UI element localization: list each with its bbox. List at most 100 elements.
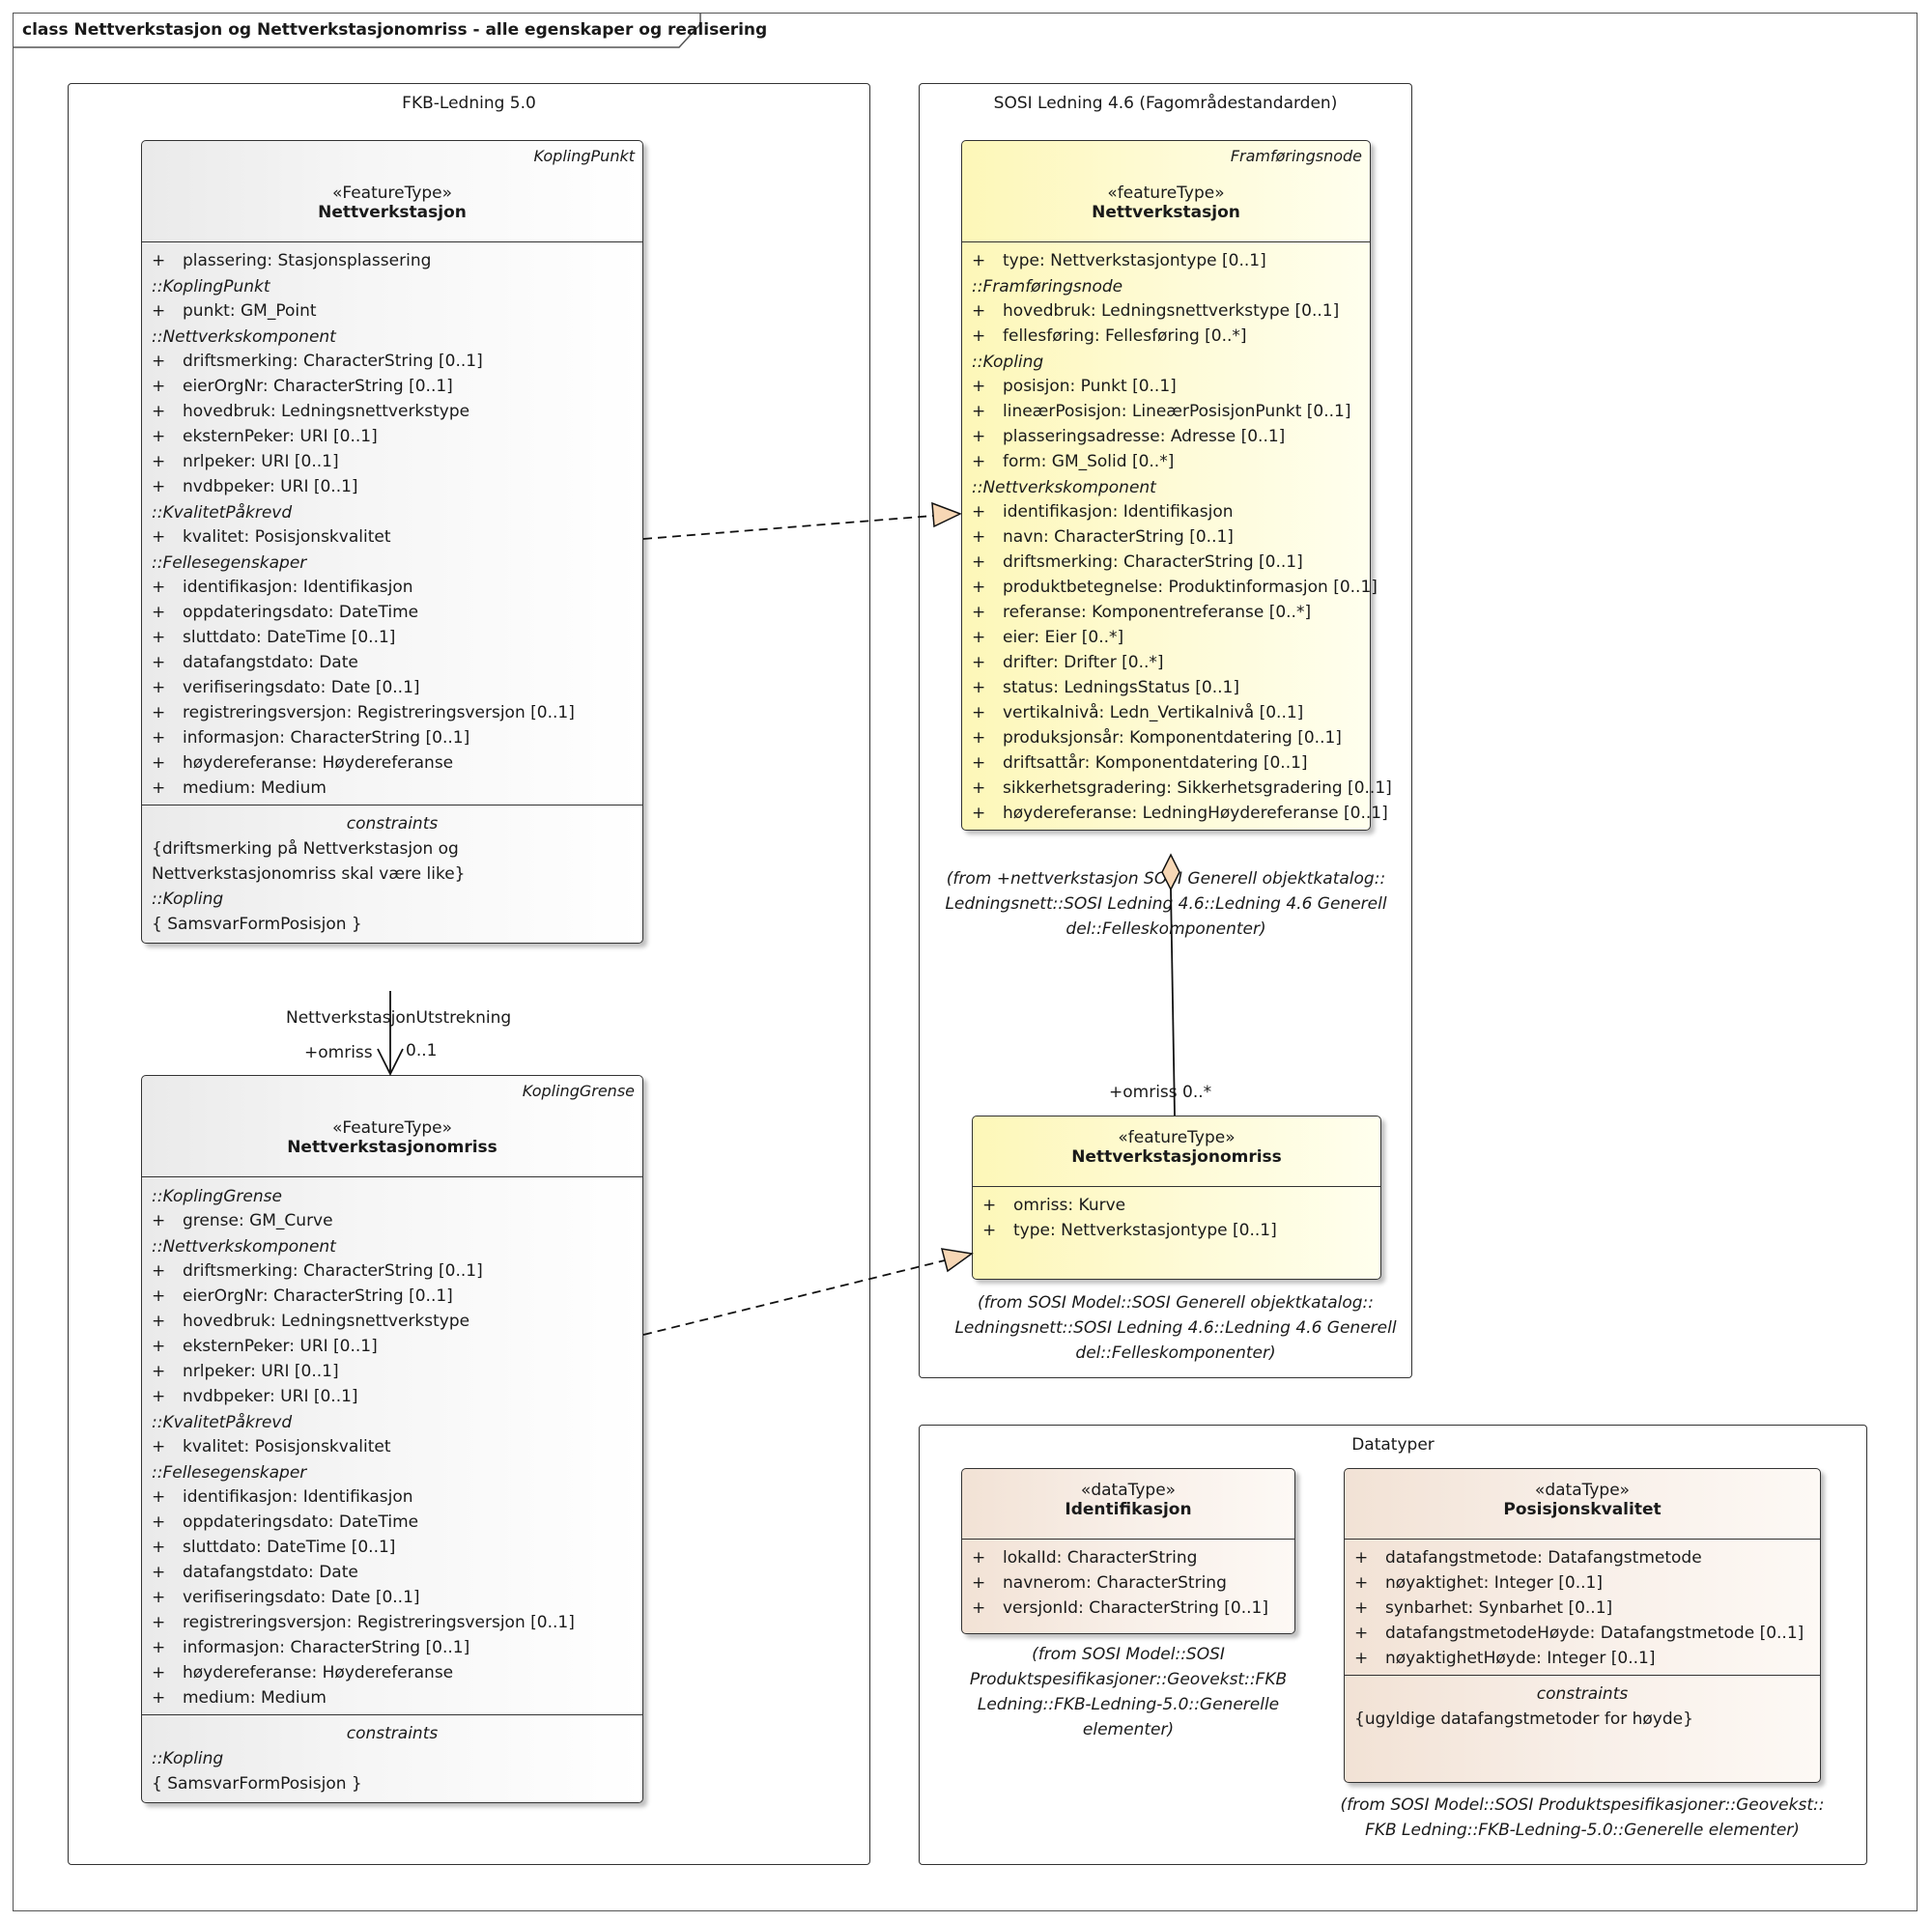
visibility-marker: + <box>152 1487 166 1507</box>
parent-class-name: KoplingGrense <box>522 1082 635 1100</box>
attribute-text: verifiseringsdato: Date [0..1] <box>183 678 420 697</box>
attribute-text: posisjon: Punkt [0..1] <box>1003 377 1177 396</box>
attribute-text: hovedbruk: Ledningsnettverkstype [0..1] <box>1003 301 1340 321</box>
attribute-row: +medium: Medium <box>152 1685 633 1710</box>
attribute-text: driftsattår: Komponentdatering [0..1] <box>1003 753 1308 773</box>
note-line: Ledningsnett::SOSI Ledning 4.6::Ledning … <box>945 894 1387 914</box>
attribute-row: +oppdateringsdato: DateTime <box>152 600 633 625</box>
realization-nettverkstasjonomriss[interactable] <box>642 1248 974 1336</box>
visibility-marker: + <box>152 1588 166 1607</box>
aggregation-sosi[interactable] <box>1161 853 1180 1116</box>
attribute-row: +identifikasjon: Identifikasjon <box>972 499 1360 524</box>
attribute-text: nøyaktighetHøyde: Integer [0..1] <box>1385 1649 1656 1668</box>
visibility-marker: + <box>972 377 986 396</box>
attribute-row: +eierOrgNr: CharacterString [0..1] <box>152 1284 633 1309</box>
visibility-marker: + <box>972 628 986 647</box>
visibility-marker: + <box>972 326 986 346</box>
from-note-posisjonskvalitet: (from SOSI Model::SOSI Produktspesifikas… <box>1305 1793 1860 1843</box>
visibility-marker: + <box>152 653 166 672</box>
note-line: (from SOSI Model::SOSI <box>1032 1645 1225 1664</box>
association-role: +omriss <box>304 1043 373 1062</box>
inherited-section-title: ::Kopling <box>972 353 1044 372</box>
class-identifikasjon[interactable]: «dataType» Identifikasjon +lokalId: Char… <box>961 1468 1295 1634</box>
attribute-row: +versjonId: CharacterString [0..1] <box>972 1596 1285 1621</box>
diagram-frame <box>13 13 1918 1911</box>
note-line: del::Felleskomponenter) <box>1065 919 1266 939</box>
attribute-compartment: +omriss: Kurve+type: Nettverkstasjontype… <box>973 1187 1380 1247</box>
attribute-row: +lokalId: CharacterString <box>972 1545 1285 1570</box>
attribute-text: plasseringsadresse: Adresse [0..1] <box>1003 427 1286 446</box>
attribute-row: +referanse: Komponentreferanse [0..*] <box>972 600 1360 625</box>
class-sosi-nettverkstasjon[interactable]: Framføringsnode «featureType» Nettverkst… <box>961 140 1392 831</box>
attribute-row: +eierOrgNr: CharacterString [0..1] <box>152 374 633 399</box>
attribute-row: +punkt: GM_Point <box>152 298 633 324</box>
diagram-title: class Nettverkstasjon og Nettverkstasjon… <box>22 20 768 40</box>
visibility-marker: + <box>152 427 166 446</box>
visibility-marker: + <box>972 703 986 722</box>
attribute-text: produksjonsår: Komponentdatering [0..1] <box>1003 728 1342 748</box>
attribute-text: sluttdato: DateTime [0..1] <box>183 628 396 647</box>
parent-class-name: Framføringsnode <box>1230 147 1362 165</box>
class-posisjonskvalitet[interactable]: «dataType» Posisjonskvalitet +datafangst… <box>1344 1468 1821 1783</box>
class-fkb-nettverkstasjon[interactable]: KoplingPunkt «FeatureType» Nettverkstasj… <box>141 140 643 944</box>
attribute-text: eksternPeker: URI [0..1] <box>183 427 378 446</box>
visibility-marker: + <box>1354 1649 1369 1668</box>
visibility-marker: + <box>152 1387 166 1406</box>
attribute-row: +plassering: Stasjonsplassering <box>152 248 633 273</box>
attribute-text: driftsmerking: CharacterString [0..1] <box>183 352 483 371</box>
attribute-row: +type: Nettverkstasjontype [0..1] <box>972 248 1360 273</box>
realization-nettverkstasjon[interactable] <box>642 501 962 540</box>
attribute-row: +identifikasjon: Identifikasjon <box>152 575 633 600</box>
visibility-marker: + <box>152 1286 166 1306</box>
package-title: Datatyper <box>1351 1435 1435 1455</box>
attribute-text: sikkerhetsgradering: Sikkerhetsgradering… <box>1003 778 1392 798</box>
visibility-marker: + <box>152 301 166 321</box>
attribute-text: hovedbruk: Ledningsnettverkstype <box>183 402 470 421</box>
attribute-row: +registreringsversjon: Registreringsvers… <box>152 1610 633 1635</box>
attribute-row: +datafangstmetode: Datafangstmetode <box>1354 1545 1810 1570</box>
attribute-row: +form: GM_Solid [0..*] <box>972 449 1360 474</box>
visibility-marker: + <box>152 1261 166 1281</box>
visibility-marker: + <box>152 251 166 270</box>
stereotype: «dataType» <box>1080 1481 1177 1500</box>
visibility-marker: + <box>152 477 166 496</box>
visibility-marker: + <box>152 1613 166 1632</box>
association-utstrekning[interactable] <box>377 991 404 1077</box>
attribute-row: +datafangstdato: Date <box>152 1560 633 1585</box>
aggregation-multiplicity: 0..* <box>1182 1083 1212 1102</box>
package-title: SOSI Ledning 4.6 (Fagområdestandarden) <box>993 94 1338 113</box>
attribute-row: +informasjon: CharacterString [0..1] <box>152 1635 633 1660</box>
attribute-row: +produktbetegnelse: Produktinformasjon [… <box>972 575 1378 600</box>
attribute-text: lokalId: CharacterString <box>1003 1548 1198 1568</box>
class-fkb-nettverkstasjonomriss[interactable]: KoplingGrense «FeatureType» Nettverkstas… <box>141 1075 643 1803</box>
attribute-text: høydereferanse: Høydereferanse <box>183 753 454 773</box>
attribute-row: +nrlpeker: URI [0..1] <box>152 449 633 474</box>
attribute-row: +nvdbpeker: URI [0..1] <box>152 474 633 499</box>
attribute-text: eierOrgNr: CharacterString [0..1] <box>183 377 453 396</box>
package-title: FKB-Ledning 5.0 <box>402 94 536 113</box>
visibility-marker: + <box>152 1211 166 1230</box>
attribute-row: +grense: GM_Curve <box>152 1208 633 1233</box>
attribute-text: navn: CharacterString [0..1] <box>1003 527 1234 547</box>
attribute-text: type: Nettverkstasjontype [0..1] <box>1013 1221 1277 1240</box>
attribute-row: +verifiseringsdato: Date [0..1] <box>152 1585 633 1610</box>
attribute-text: eier: Eier [0..*] <box>1003 628 1124 647</box>
note-line: Ledningsnett::SOSI Ledning 4.6::Ledning … <box>954 1318 1397 1338</box>
class-sosi-nettverkstasjonomriss[interactable]: «featureType» Nettverkstasjonomriss +omr… <box>972 1116 1381 1280</box>
attribute-row: +hovedbruk: Ledningsnettverkstype <box>152 399 633 424</box>
attribute-row: +omriss: Kurve <box>982 1193 1371 1218</box>
constraints-compartment: constraints ::Kopling { SamsvarFormPosis… <box>142 1714 642 1802</box>
attribute-compartment: +lokalId: CharacterString+navnerom: Char… <box>962 1540 1294 1625</box>
attribute-row: +kvalitet: Posisjonskvalitet <box>152 524 633 550</box>
attribute-text: omriss: Kurve <box>1013 1196 1126 1215</box>
constraint-scope: ::Kopling <box>152 1749 224 1768</box>
attribute-row: +navnerom: CharacterString <box>972 1570 1285 1596</box>
visibility-marker: + <box>972 251 986 270</box>
attribute-text: identifikasjon: Identifikasjon <box>183 578 413 597</box>
stereotype: «FeatureType» <box>331 184 453 203</box>
attribute-row: +sluttdato: DateTime [0..1] <box>152 1535 633 1560</box>
inherited-section-title: ::KoplingPunkt <box>152 277 270 297</box>
attribute-row: +hovedbruk: Ledningsnettverkstype <box>152 1309 633 1334</box>
parent-class-name: KoplingPunkt <box>533 147 635 165</box>
from-note-identifikasjon: (from SOSI Model::SOSI Produktspesifikas… <box>942 1642 1315 1742</box>
